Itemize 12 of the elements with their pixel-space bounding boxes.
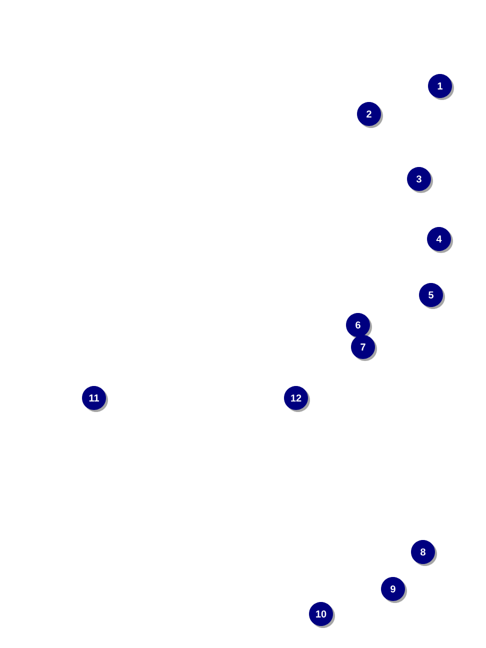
callout-number: 3 [407,167,433,193]
callout-number: 12 [284,386,310,412]
callout-number: 8 [411,540,437,566]
callout-number: 1 [428,74,454,100]
callout-number: 6 [346,313,372,339]
callout-number: 4 [427,227,453,253]
callout-number: 7 [351,335,377,361]
callout-number: 11 [82,386,108,412]
callout-number: 9 [381,577,407,603]
callout-number: 10 [309,602,335,628]
callout-number: 2 [357,102,383,128]
callout-number: 5 [419,283,445,309]
